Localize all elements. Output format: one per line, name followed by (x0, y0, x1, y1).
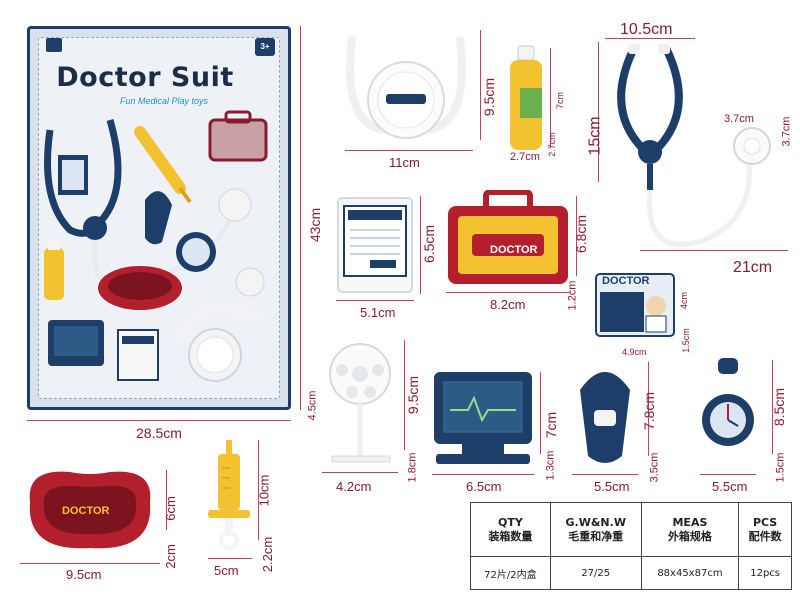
steth-top-label: 10.5cm (620, 21, 673, 38)
medkit-height-line (576, 196, 577, 276)
bottle-height-label: 7cm (555, 91, 566, 110)
pkg-height-label: 43cm (307, 207, 324, 243)
stethoscope-toy (617, 44, 771, 247)
badge-height-label: 4cm (679, 291, 690, 310)
bottle-width-label: 2.7cm (510, 151, 540, 163)
mirror-height-label: 9.5cm (405, 375, 422, 415)
otoscope-width-label: 5.5cm (594, 479, 630, 494)
otoscope-width-line (572, 474, 638, 475)
monitor-height-label: 7cm (543, 411, 560, 439)
syringe-height-line (258, 440, 259, 540)
pkg-width-line (27, 420, 291, 421)
medkit-height-label: 6.8cm (573, 214, 590, 254)
steth-left-line (598, 42, 599, 182)
watch-height-line (772, 360, 773, 454)
pkg-depth-label: 4.5cm (306, 390, 319, 421)
steth-bottom-label: 21cm (733, 259, 773, 276)
monitor-toy (434, 372, 532, 464)
spec-value-weight: 27/25 (549, 556, 642, 590)
steth-bottom-line (640, 250, 788, 251)
card-toys-illustration (44, 110, 268, 382)
spec-value-pcs: 12pcs (738, 556, 792, 590)
medkit-label-text: DOCTOR (490, 244, 538, 256)
idcard-height-line (420, 196, 421, 294)
id-card-toy (337, 197, 413, 293)
steth-chest-h-label: 3.7cm (780, 116, 793, 147)
bottle-toy (510, 45, 542, 150)
steth-chest-w-label: 3.7cm (724, 113, 754, 125)
headset-width-label: 11cm (389, 155, 420, 170)
head-mirror-toy (329, 343, 391, 463)
medkit-depth-label: 1.2cm (566, 280, 579, 311)
pocket-watch-toy (702, 358, 754, 446)
bottle-depth-label: 2.7cm (546, 132, 557, 157)
watch-width-line (700, 474, 756, 475)
mirror-depth-label: 1.8cm (406, 452, 419, 483)
doctor-badge-toy (595, 273, 675, 337)
badge-width-label: 4.9cm (622, 347, 647, 357)
monitor-depth-label: 1.3cm (544, 450, 557, 481)
watch-width-label: 5.5cm (712, 479, 748, 494)
tray-width-label: 9.5cm (66, 567, 102, 582)
mirror-height-line (404, 340, 405, 450)
steth-top-line (605, 38, 695, 39)
headset-height-label: 9.5cm (481, 77, 498, 117)
idcard-height-label: 6.5cm (421, 224, 438, 264)
mirror-width-label: 4.2cm (336, 479, 372, 494)
pkg-height-line (300, 26, 301, 410)
steth-left-label: 15cm (586, 116, 604, 156)
headset-height-line (480, 30, 481, 140)
spec-value-qty: 72片/2内盒 (470, 556, 551, 590)
otoscope-toy (580, 372, 630, 463)
otoscope-height-line (648, 362, 649, 456)
idcard-width-line (336, 300, 414, 301)
idcard-width-label: 5.1cm (360, 305, 396, 320)
headset-toy (346, 36, 466, 139)
syringe-toy (208, 440, 250, 550)
otoscope-height-label: 7.8cm (641, 391, 658, 431)
monitor-width-label: 6.5cm (466, 479, 502, 494)
badge-depth-label: 1.5cm (680, 328, 691, 353)
brand-logo-icon (46, 38, 62, 52)
kidney-tray-toy (29, 471, 151, 549)
watch-height-label: 8.5cm (771, 387, 788, 427)
medkit-toy (448, 190, 568, 284)
monitor-height-line (540, 372, 541, 454)
spec-value-row: 72片/2内盒 27/25 88x45x87cm 12pcs (470, 556, 792, 590)
age-badge: 3+ (255, 38, 275, 56)
headset-width-line (345, 150, 473, 151)
tray-height-line (166, 470, 167, 530)
monitor-width-line (432, 474, 534, 475)
tray-height-label: 6cm (162, 496, 178, 521)
syringe-width-label: 5cm (214, 563, 239, 578)
watch-depth-label: 1.5cm (774, 452, 787, 483)
package-title: Doctor Suit (56, 62, 234, 93)
medkit-width-line (446, 292, 570, 293)
spec-value-meas: 88x45x87cm (640, 556, 740, 590)
tray-label-text: DOCTOR (62, 505, 110, 517)
otoscope-depth-label: 3.5cm (648, 452, 661, 483)
tray-width-line (20, 563, 160, 564)
package-subtitle: Fun Medical Play toys (120, 96, 209, 106)
tray-depth-label: 2cm (162, 544, 178, 569)
mirror-width-line (322, 472, 398, 473)
syringe-width-line (208, 558, 252, 559)
syringe-depth-label: 2.2cm (260, 536, 276, 573)
medkit-width-label: 8.2cm (490, 297, 526, 312)
syringe-height-label: 10cm (256, 474, 272, 507)
pkg-width-label: 28.5cm (136, 425, 182, 441)
badge-label-text: DOCTOR (602, 275, 650, 287)
bottle-height-line (550, 48, 551, 148)
